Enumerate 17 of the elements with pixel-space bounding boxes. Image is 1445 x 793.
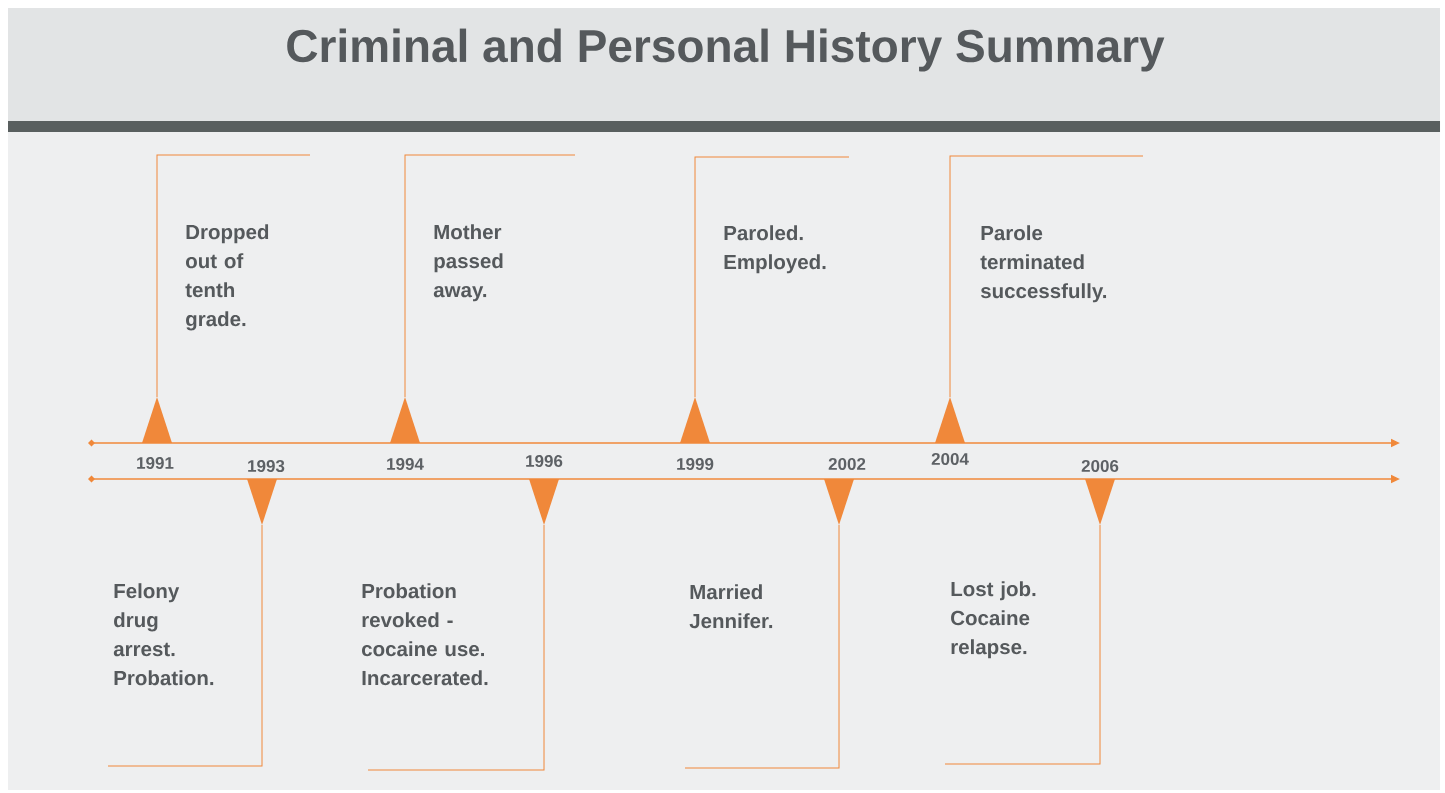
year-label: 1999: [677, 458, 714, 471]
event-text: Married Jennifer.: [689, 584, 773, 629]
year-label: 2004: [931, 453, 969, 466]
event-text: Mother passed away.: [433, 224, 503, 302]
event-text: Dropped out of tenth grade.: [185, 224, 269, 331]
event-text: Parole terminated successfully.: [980, 225, 1107, 303]
year-label: 2002: [828, 458, 866, 471]
year-label: 1994: [387, 458, 424, 471]
year-label: 2006: [1081, 460, 1119, 473]
event-text: Lost job. Cocaine relapse.: [951, 581, 1036, 659]
title: Criminal and Personal History Summary: [287, 28, 1165, 72]
year-label: 1996: [526, 455, 563, 468]
year-label: 1991: [137, 457, 174, 470]
year-label: 1993: [248, 459, 285, 473]
event-text: Paroled. Employed.: [724, 225, 826, 274]
event-text: Felony drug arrest. Probation.: [113, 583, 214, 686]
event-text: Probation revoked - cocaine use. Incarcerated.: [362, 583, 488, 686]
